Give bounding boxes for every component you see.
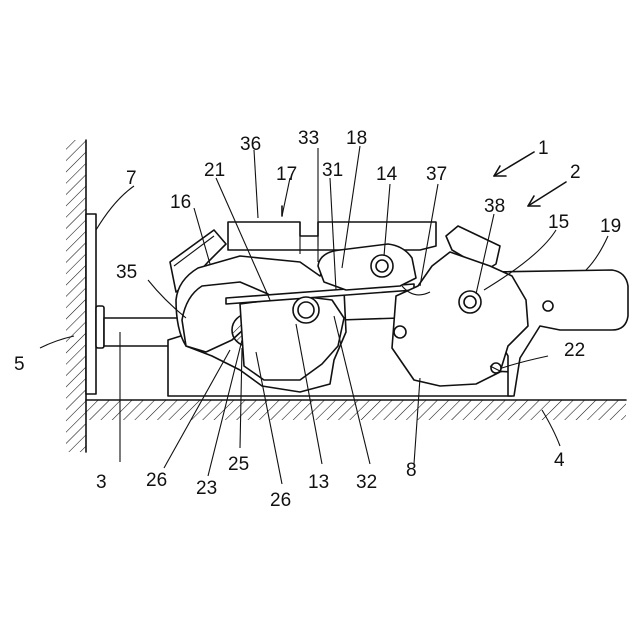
lever-18 [318,244,416,290]
label-15: 15 [548,212,569,233]
pivot-32 [293,297,319,323]
label-26a: 26 [146,470,167,491]
label-26b: 26 [270,490,291,511]
pin-15 [459,291,481,313]
label-32: 32 [356,472,377,493]
label-23: 23 [196,478,217,499]
pin-14 [371,255,393,277]
top-plate-17 [228,222,436,250]
label-2: 2 [570,162,581,183]
label-25: 25 [228,454,249,475]
label-13: 13 [308,472,329,493]
label-22: 22 [564,340,585,361]
label-38: 38 [484,196,505,217]
label-36: 36 [240,134,261,155]
stop-pin-22 [490,363,502,373]
label-4: 4 [554,450,565,471]
label-19: 19 [600,216,621,237]
label-35: 35 [116,262,137,283]
label-33: 33 [298,128,319,149]
label-21: 21 [204,160,225,181]
label-8: 8 [406,460,417,481]
label-18: 18 [346,128,367,149]
label-31: 31 [322,160,343,181]
label-37: 37 [426,164,447,185]
label-14: 14 [376,164,398,185]
wall-5 [66,140,86,452]
label-17: 17 [276,164,297,185]
label-3: 3 [96,472,107,493]
label-7: 7 [126,168,137,189]
label-16: 16 [170,192,191,213]
small-hole [394,326,406,338]
label-1: 1 [538,138,549,159]
floor-4 [86,400,626,420]
plate-7 [86,214,96,394]
label-5: 5 [14,354,25,375]
